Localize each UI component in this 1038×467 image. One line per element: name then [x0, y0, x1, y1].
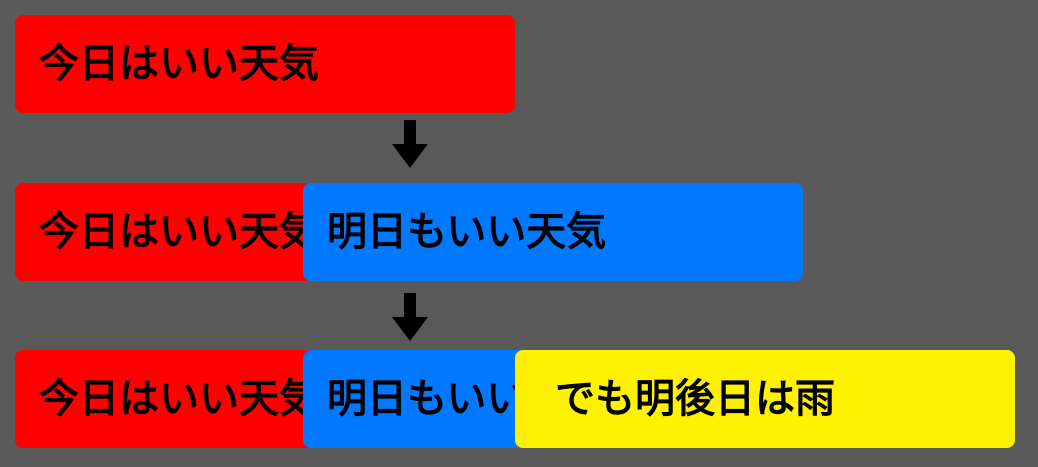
step3-box-day-after: でも明後日は雨	[515, 350, 1015, 448]
down-arrow-icon	[392, 293, 428, 341]
box-label-today: 今日はいい天気	[39, 376, 319, 422]
step2-box-tomorrow: 明日もいい天気	[303, 183, 803, 281]
box-label-today: 今日はいい天気	[39, 209, 319, 255]
box-label-tomorrow: 明日もいい天気	[327, 209, 607, 255]
step1-box-today: 今日はいい天気	[15, 15, 515, 113]
box-label-today: 今日はいい天気	[39, 41, 319, 87]
box-label-day-after: でも明後日は雨	[555, 376, 835, 422]
down-arrow-icon	[392, 120, 428, 168]
